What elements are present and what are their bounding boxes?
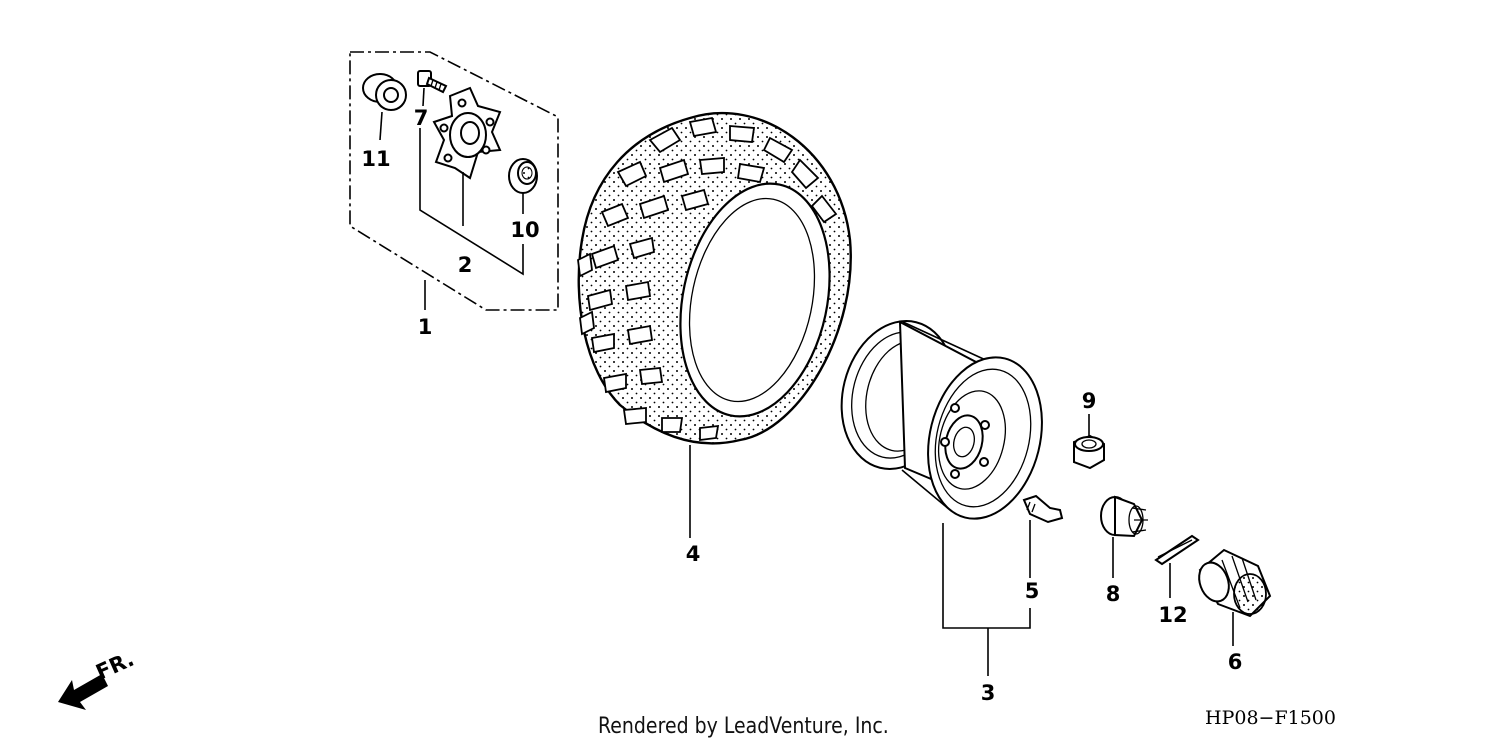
cap-part[interactable] — [1194, 548, 1272, 646]
callout-9: 9 — [1082, 389, 1097, 413]
callout-6: 6 — [1228, 650, 1243, 674]
callout-8: 8 — [1106, 582, 1121, 606]
callout-12: 12 — [1158, 603, 1187, 627]
callout-5: 5 — [1025, 579, 1040, 603]
castle-nut-part[interactable] — [1100, 495, 1148, 578]
tread-lugs — [577, 116, 838, 442]
callout-11: 11 — [361, 147, 390, 171]
diagram-code: HP08−F1500 — [1205, 707, 1336, 729]
callout-4: 4 — [686, 542, 701, 566]
stud-bolt-part[interactable] — [417, 70, 448, 107]
callout-7: 7 — [414, 106, 429, 130]
tire-part[interactable] — [577, 112, 852, 538]
hub-part[interactable] — [432, 86, 502, 226]
callout-1: 1 — [418, 315, 433, 339]
hub-assembly-group — [349, 51, 559, 311]
collar-part[interactable] — [362, 73, 407, 141]
front-direction-arrow: FR. — [58, 647, 138, 710]
callout-2: 2 — [458, 253, 473, 277]
callout-10: 10 — [510, 218, 539, 242]
cotter-pin-part[interactable] — [1154, 534, 1200, 598]
seal-part[interactable] — [508, 158, 538, 214]
nut-part[interactable] — [1073, 414, 1105, 470]
render-credit: Rendered by LeadVenture, Inc. — [598, 714, 889, 739]
wheel-rim-part[interactable] — [826, 309, 1058, 676]
callout-3: 3 — [981, 681, 996, 705]
direction-label: FR. — [92, 647, 137, 685]
valve-part[interactable] — [1022, 494, 1064, 578]
